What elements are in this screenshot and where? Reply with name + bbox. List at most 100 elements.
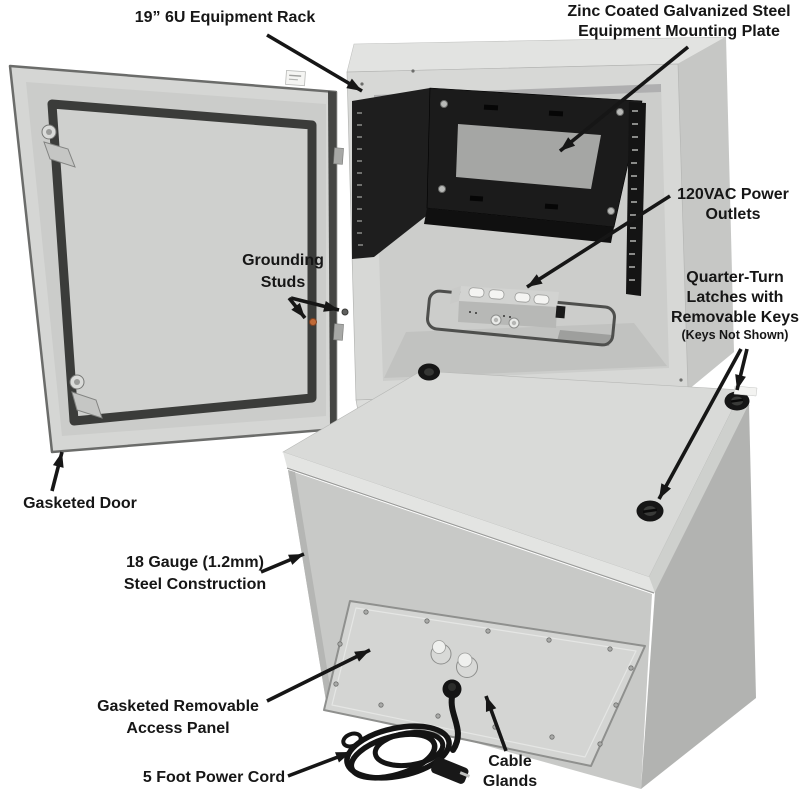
body-label-sticker [733, 385, 758, 397]
door-rim-front [283, 452, 655, 593]
cord-coil [372, 729, 446, 769]
strip-gland-hole [493, 317, 499, 323]
callout-equipment-rack-text: 19” 6U Equipment Rack [134, 9, 316, 26]
door-latch-cam-bottom [69, 374, 103, 419]
strip-dot [509, 316, 511, 318]
arrow-mounting-plate-head [560, 137, 576, 151]
arrow-steel-construction-head [288, 554, 304, 565]
strip-front-face [458, 301, 557, 328]
strip-dot [475, 312, 477, 314]
rack-left-rail-holes [357, 112, 363, 246]
door-hinge [333, 147, 344, 165]
door-label-sticker [285, 69, 306, 87]
callout-power-outlets-line1: 120VAC Power [677, 186, 789, 203]
callout-latches: Quarter-Turn Latches with Removable Keys… [650, 268, 800, 343]
arrow-equipment-rack-head [346, 78, 362, 91]
arrow-cable-glands-head [485, 696, 497, 712]
rack-swing-frame [352, 88, 430, 259]
rack-right-rail-marks [629, 110, 638, 281]
arrow-latch-center-head [659, 483, 672, 499]
plate-slot [469, 195, 484, 202]
door-latch-cam-top [41, 124, 76, 168]
callout-cable-glands-line1: Cable [488, 753, 532, 770]
arrow-access-panel-head [354, 650, 370, 662]
cord-drop [448, 694, 461, 753]
cord-plug [431, 757, 469, 784]
arrow-power-outlets-head [527, 274, 543, 287]
quarter-turn-latch-right [724, 391, 750, 411]
callout-mounting-plate: Zinc Coated Galvanized Steel Equipment M… [560, 2, 798, 42]
strip-cord-nub [555, 305, 566, 319]
callout-equipment-rack: 19” 6U Equipment Rack [115, 8, 335, 28]
cage-nut [440, 100, 448, 108]
mounting-plate-window [456, 124, 601, 189]
power-outlets [468, 287, 550, 305]
door-rim-right [649, 390, 749, 593]
door-edge-shadow [328, 91, 336, 430]
callout-steel-construction-line1: 18 Gauge (1.2mm) [126, 554, 264, 571]
arrow-gasketed-door-head [52, 452, 64, 468]
callout-access-panel-line1: Gasketed Removable [97, 698, 259, 715]
arrow-grounding-stud-door-head [291, 302, 305, 318]
quarter-turn-latch-center [636, 500, 664, 522]
open-door [8, 64, 349, 454]
callout-steel-construction: 18 Gauge (1.2mm) Steel Construction [105, 552, 285, 596]
cable-gland-black [442, 679, 462, 699]
callout-latches-line1: Quarter-Turn [686, 269, 784, 286]
callout-grounding-studs-line2: Studs [260, 274, 306, 291]
arrow-equipment-rack [266, 33, 363, 93]
arrow-mounting-plate [558, 45, 690, 153]
arrow-power-cord-head [335, 752, 351, 763]
enclosure-right-wall [678, 37, 734, 390]
callout-grounding-studs-line1: Grounding [242, 252, 324, 269]
cord-loop [341, 731, 363, 749]
cage-nut [438, 185, 446, 193]
strip-gland-hole [511, 320, 517, 326]
arrow-latch-center [657, 348, 743, 500]
access-panel-highlight [331, 607, 637, 758]
plate-slot [483, 104, 499, 111]
strip-end-cap [450, 286, 461, 304]
equipment-rack-and-plate [352, 87, 646, 296]
callout-gasketed-door-text: Gasketed Door [23, 495, 137, 512]
rack-right-rail [626, 102, 646, 296]
arrow-power-outlets [526, 194, 671, 289]
door-gasket [47, 99, 317, 426]
quarter-turn-latch-upper-left [418, 363, 440, 381]
power-outlet-strip [426, 286, 616, 347]
closed-body-right-face [641, 404, 756, 789]
arrow-latch-right-head [735, 374, 746, 390]
callout-access-panel-line2: Access Panel [126, 720, 230, 737]
frame-grounding-stud [341, 308, 349, 316]
callout-access-panel: Gasketed Removable Access Panel [83, 696, 273, 740]
door-seam [286, 467, 655, 594]
callout-cable-glands-line2: Glands [482, 773, 538, 790]
callout-gasketed-door: Gasketed Door [0, 494, 160, 514]
plate-slot [548, 110, 564, 117]
callout-power-outlets-line2: Outlets [705, 206, 761, 223]
callout-power-cord-text: 5 Foot Power Cord [142, 769, 286, 786]
frame-screw [360, 82, 364, 86]
callout-mounting-plate-line2: Equipment Mounting Plate [578, 23, 780, 40]
callout-arrows [50, 33, 749, 778]
mounting-plate-flange [424, 208, 614, 243]
arrow-access-panel [266, 648, 371, 703]
callout-steel-construction-line2: Steel Construction [123, 576, 267, 593]
frame-screw [411, 69, 415, 73]
callout-cable-glands: Cable Glands [455, 752, 565, 792]
cable-gland-2 [456, 652, 478, 678]
callout-latches-line3: Removable Keys [670, 309, 800, 326]
frame-screw [679, 378, 683, 382]
door-hinge [333, 323, 344, 341]
callout-latches-note: (Keys Not Shown) [681, 328, 789, 342]
callout-latches-line2: Latches with [686, 289, 784, 306]
access-panel-screws [333, 609, 634, 747]
cage-nut [607, 207, 615, 215]
plate-slot [544, 203, 559, 210]
arrow-grounding-stud-frame-head [323, 301, 339, 312]
power-cord [341, 694, 471, 784]
callout-power-outlets: 120VAC Power Outlets [653, 185, 800, 225]
sticker-text-line [288, 78, 298, 81]
